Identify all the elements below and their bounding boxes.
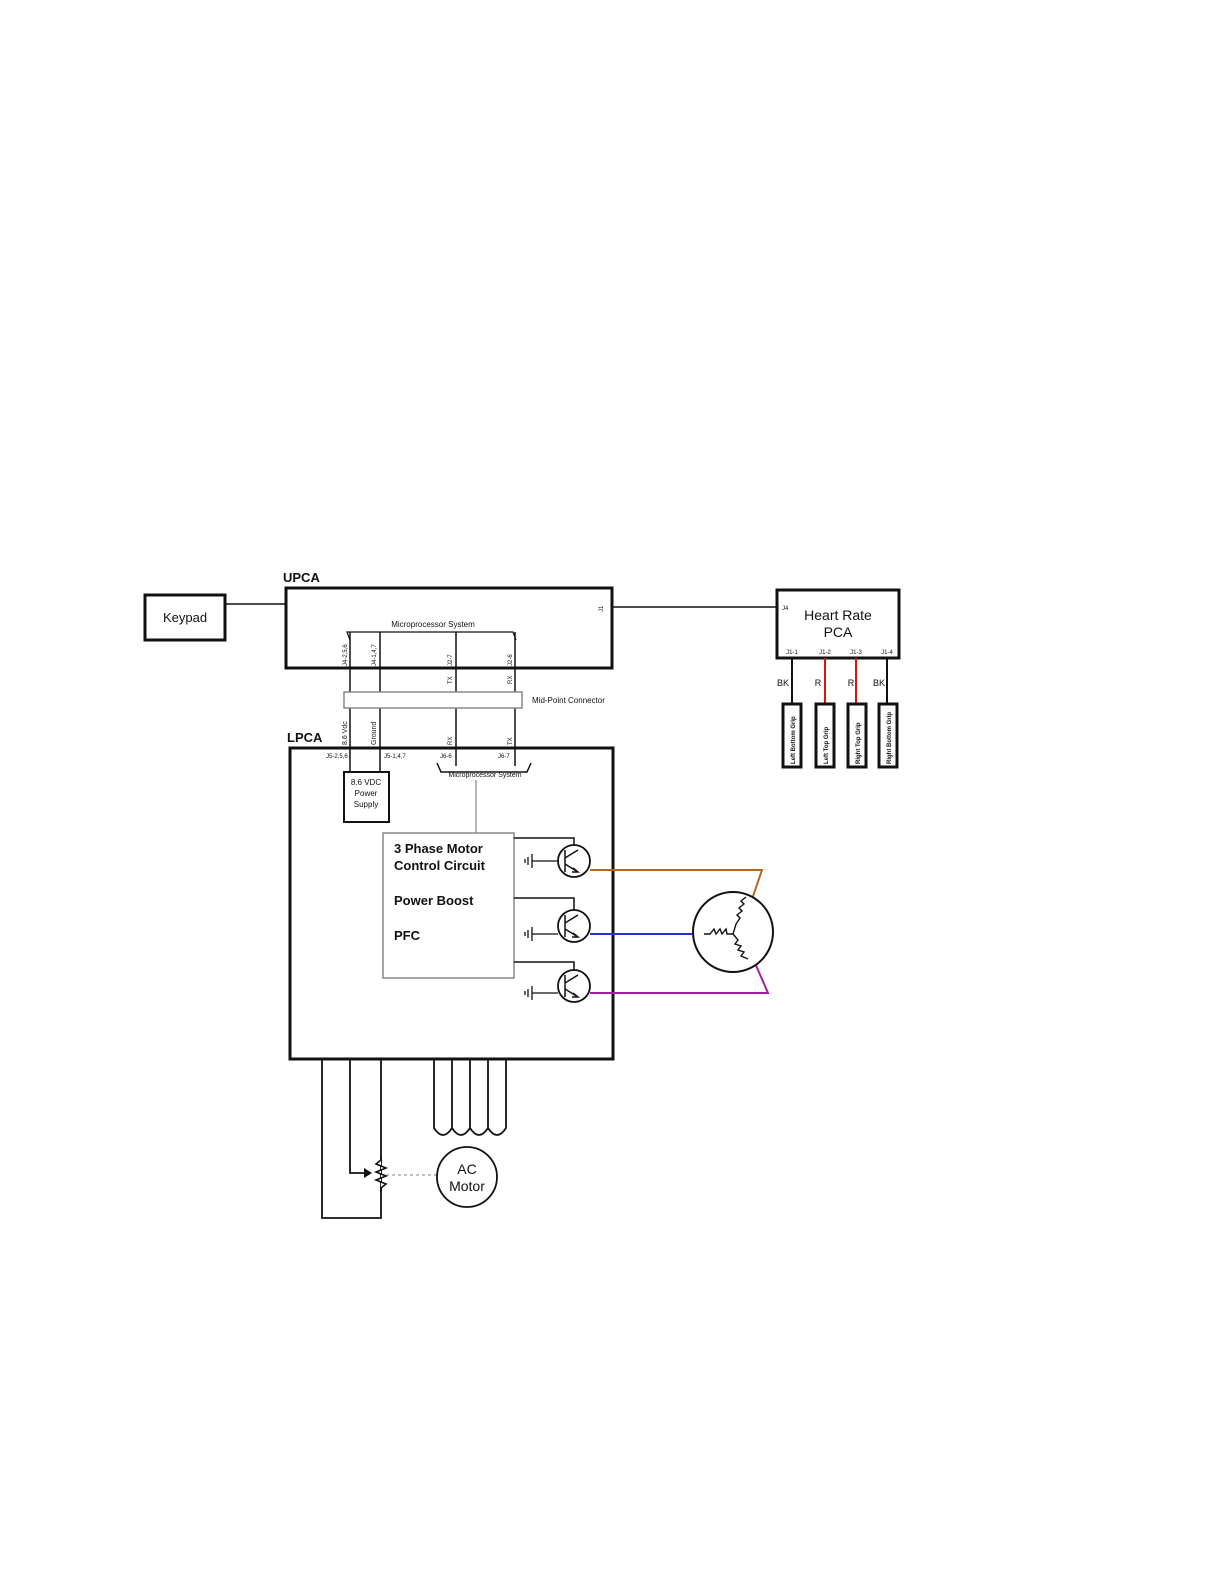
transistor-2 [557, 909, 591, 943]
upper-pin-label: J4-1,4,7 [372, 644, 378, 666]
lower-pin-label: J5-2,5,6 [326, 754, 348, 760]
motor-control-label: PFC [394, 928, 421, 943]
grip-label: Left Bottom Grip [791, 716, 797, 764]
lower-signal-label: RX [448, 737, 454, 745]
keypad-box [143, 593, 227, 642]
heart-rate-label: Heart Rate [804, 607, 872, 623]
motor-control-box [382, 832, 515, 979]
lower-pin-label: J6-7 [498, 754, 510, 760]
transistor-2-ground [524, 927, 558, 941]
micro-lower-bracket [436, 762, 532, 773]
ac-motor-label: AC [457, 1161, 476, 1177]
micro-lower-label: Microprocessor System [448, 772, 521, 779]
ac-motor [436, 1146, 498, 1208]
heart-rate-j4-label: J4 [782, 606, 789, 612]
potentiometer-icon [373, 1156, 389, 1192]
supply-label: Supply [354, 800, 378, 809]
motor-control-label: Control Circuit [394, 858, 486, 873]
hr-pin-label: J1-2 [819, 650, 831, 656]
grip-box [846, 702, 868, 769]
lower-signal-label: TX [508, 737, 514, 745]
upca-box [284, 586, 614, 670]
hr-pin-label: J1-1 [786, 650, 798, 656]
motor-control-label: 3 Phase Motor [394, 841, 483, 856]
motor-control-label: Power Boost [394, 893, 474, 908]
motor-winding-icon [704, 896, 749, 960]
grip-box [877, 702, 899, 769]
midpoint-label: Mid-Point Connector [532, 696, 605, 705]
keypad-label: Keypad [163, 610, 207, 625]
upca-j1-label: J1 [599, 605, 605, 612]
ac-power-loops [433, 1059, 507, 1136]
phase-wire-a [590, 869, 764, 906]
transistor-3 [557, 969, 591, 1003]
power-supply-box [343, 771, 390, 823]
transistor-3-symbol [564, 974, 581, 998]
grip-box [814, 702, 836, 769]
transistor-2-symbol [564, 914, 581, 938]
incline-pot-arrow [364, 1168, 372, 1178]
hr-wire-color-label: R [848, 678, 855, 688]
upper-signal-label: TX [448, 676, 454, 684]
lower-pin-label: J5-1,4,7 [384, 754, 406, 760]
upca-title: UPCA [283, 570, 320, 585]
hr-wire-color-label: R [815, 678, 822, 688]
heart-rate-label: PCA [824, 624, 853, 640]
transistor-1-base-wire [514, 837, 575, 845]
transistor-1-symbol [564, 849, 581, 873]
incline-pot-wiper [349, 1059, 370, 1174]
midpoint-connector [343, 691, 523, 709]
transistor-1-ground [524, 854, 558, 868]
grip-box [781, 702, 803, 769]
upper-signal-label: RX [508, 676, 514, 684]
supply-label: Power [355, 789, 378, 798]
hr-pin-label: J1-3 [850, 650, 862, 656]
micro-upper-label: Microprocessor System [391, 620, 475, 629]
transistor-2-base-wire [514, 897, 575, 910]
grip-label: Left Top Grip [824, 726, 830, 764]
lpca-title: LPCA [287, 730, 323, 745]
supply-label: 8.6 VDC [351, 778, 381, 787]
incline-pot-loop [321, 1059, 382, 1219]
lower-signal-label: Ground [371, 722, 378, 745]
heart-rate-box [775, 588, 901, 660]
transistor-3-ground [524, 986, 558, 1000]
phase-wire-c [590, 962, 770, 994]
upper-pin-label: J2-6 [508, 654, 514, 666]
hr-wire-color-label: BK [777, 678, 789, 688]
hr-pin-label: J1-4 [881, 650, 893, 656]
upper-pin-label: J4-2,5,6 [343, 644, 349, 666]
grip-label: Right Bottom Grip [887, 712, 893, 764]
grip-label: Right Top Grip [856, 722, 862, 764]
lower-signal-label: 8.6 Vdc [342, 721, 349, 745]
transistor-3-base-wire [514, 961, 575, 970]
lower-pin-label: J6-6 [440, 754, 452, 760]
ac-motor-label: Motor [449, 1178, 485, 1194]
hr-wire-color-label: BK [873, 678, 885, 688]
upper-pin-label: J2-7 [448, 654, 454, 666]
